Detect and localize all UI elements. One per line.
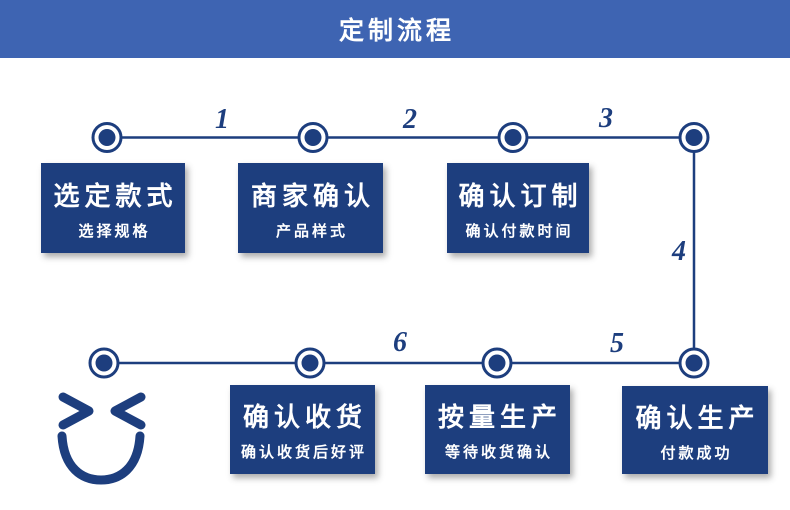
- step-number-1: 1: [215, 104, 229, 135]
- step-node: [497, 122, 529, 153]
- step-box-subtitle: 产品样式: [275, 222, 348, 240]
- step-box-confirm-production: 确认生产 付款成功: [622, 386, 768, 474]
- step-box-produce-by-quantity: 按量生产 等待收货确认: [425, 385, 570, 474]
- step-box-confirm-order: 确认订制 确认付款时间: [447, 163, 589, 253]
- step-node: [678, 122, 710, 153]
- smiley-left-eye: [58, 392, 94, 430]
- page-title: 定制流程: [338, 17, 455, 45]
- step-box-subtitle: 确认付款时间: [465, 222, 574, 240]
- step-node: [481, 347, 513, 379]
- smiley-right-eye: [110, 392, 146, 430]
- step-number-6: 6: [393, 327, 407, 358]
- flow-connectors: [104, 136, 696, 365]
- step-box-title: 确认收货: [242, 402, 367, 432]
- step-box-title: 确认生产: [635, 402, 760, 433]
- smiley-mouth: [57, 431, 145, 485]
- step-box-title: 确认订制: [458, 180, 583, 211]
- step-node: [678, 347, 710, 379]
- step-box-confirm-receipt: 确认收货 确认收货后好评: [230, 385, 375, 474]
- step-node: [88, 347, 120, 379]
- smiley-wink-icon: [57, 392, 146, 485]
- step-number-5: 5: [610, 328, 624, 359]
- step-box-merchant-confirm: 商家确认 产品样式: [238, 163, 383, 253]
- step-box-select-style: 选定款式 选择规格: [41, 163, 185, 253]
- header-bar: 定制流程: [0, 0, 790, 58]
- step-box-title: 按量生产: [437, 402, 562, 432]
- step-nodes: [88, 122, 710, 379]
- step-box-subtitle: 等待收货确认: [444, 444, 553, 461]
- step-number-3: 3: [599, 103, 613, 134]
- step-box-subtitle: 付款成功: [660, 444, 733, 462]
- step-box-subtitle: 选择规格: [78, 222, 151, 240]
- step-box-title: 商家确认: [250, 180, 375, 211]
- step-box-title: 选定款式: [53, 180, 178, 211]
- step-node: [91, 122, 123, 153]
- step-number-2: 2: [403, 104, 417, 135]
- step-node: [294, 347, 326, 379]
- step-number-4: 4: [672, 236, 686, 267]
- step-box-subtitle: 确认收货后好评: [240, 444, 367, 461]
- step-node: [297, 122, 329, 153]
